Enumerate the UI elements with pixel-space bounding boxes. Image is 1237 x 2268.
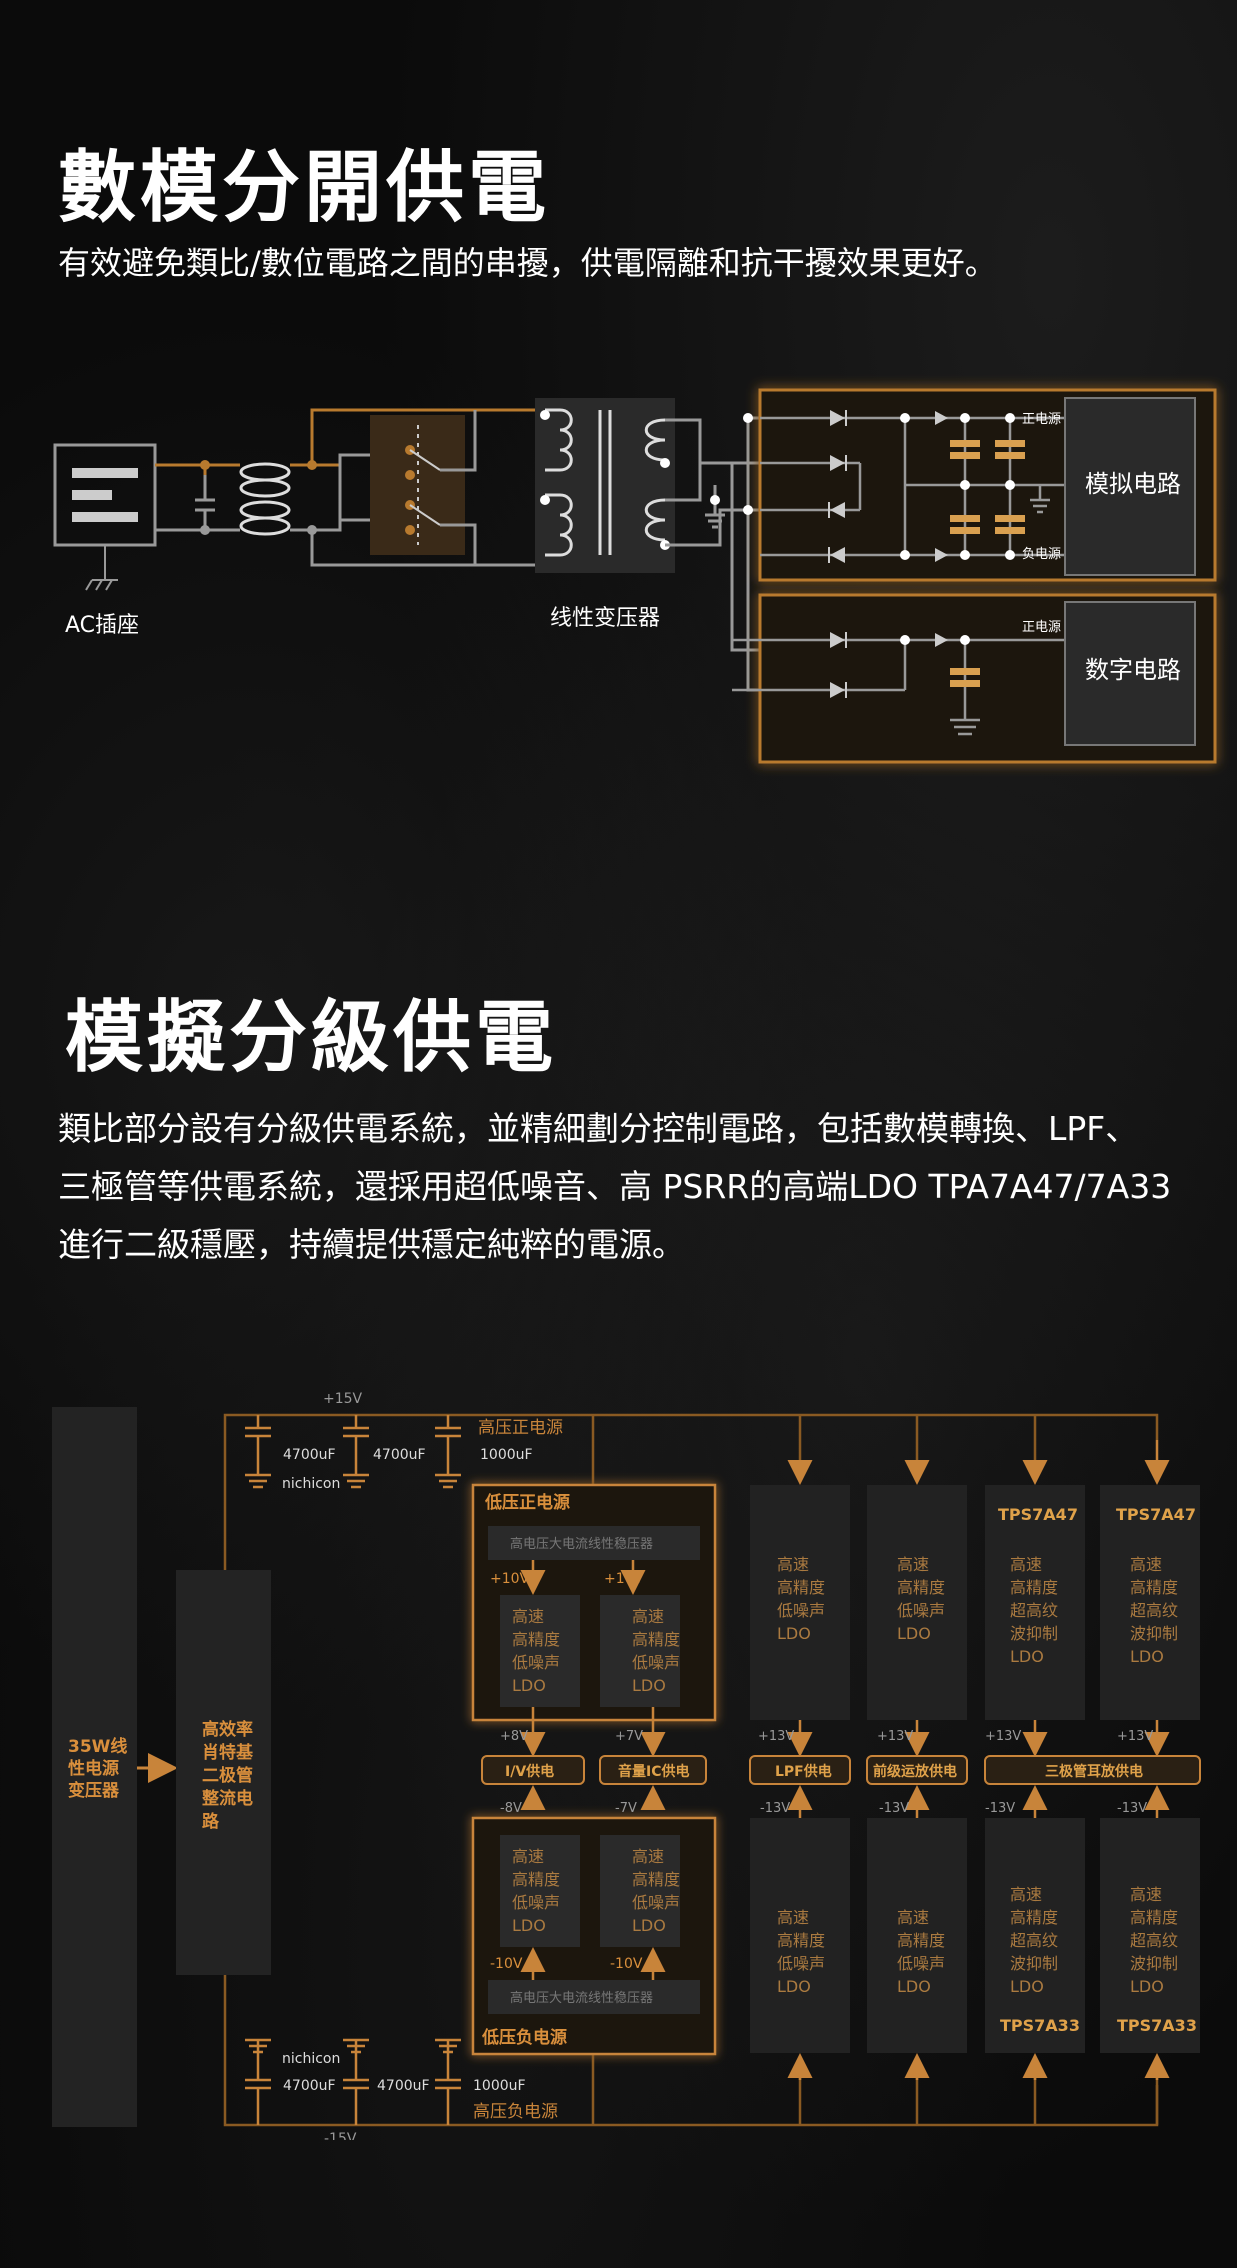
top-voltage: +15V	[323, 1391, 363, 1407]
bus-iv: I/V供电	[505, 1763, 554, 1780]
p13-4: +13V	[1117, 1729, 1153, 1744]
bottom-capacitor-bank	[245, 2038, 461, 2125]
tps-bottom-2: TPS7A33	[1117, 2016, 1197, 2035]
rectifier-block	[176, 1570, 271, 1975]
p13-1: +13V	[758, 1729, 794, 1744]
tps-top-1: TPS7A47	[998, 1505, 1078, 1524]
bus-preamp: 前级运放供电	[873, 1763, 957, 1780]
bottom-rail-label: 高压负电源	[473, 2102, 558, 2122]
ldo-columns-bottom: 高速 高精度 低噪声 LDO 高速 高精度 低噪声 LDO 高速 高精度 超高纹…	[750, 1818, 1200, 2053]
low-neg-regulator: 高电压大电流线性稳压器	[510, 1990, 653, 2006]
digital-circuit-label: 数字电路	[1085, 656, 1181, 684]
section2-desc-line-3: 進行二級穩壓，持續提供穩定純粹的電源。	[58, 1225, 685, 1264]
bus-transistor-amp: 三极管耳放供电	[1045, 1763, 1143, 1780]
n13-1: -13V	[760, 1801, 790, 1816]
n13-3: -13V	[985, 1801, 1015, 1816]
transformer-35w-block	[52, 1407, 137, 2127]
input-filter	[155, 408, 545, 567]
ldo-top-2: 高速 高精度 低噪声 LDO	[897, 1555, 950, 1643]
low-neg-title: 低压负电源	[481, 2027, 567, 2048]
top-cap-2: 4700uF	[373, 1447, 426, 1463]
ldo-bottom-2: 高速 高精度 低噪声 LDO	[897, 1908, 950, 1996]
low-pos-volt-a: +10V	[490, 1571, 530, 1587]
ldo-top-3: 高速 高精度 超高纹 波抑制 LDO	[1010, 1555, 1063, 1666]
analog-circuit-label: 模拟电路	[1085, 470, 1181, 498]
bus-volume-ic: 音量IC供电	[618, 1763, 689, 1780]
tps-bottom-1: TPS7A33	[1000, 2016, 1080, 2035]
ac-label: AC插座	[65, 613, 139, 638]
n13-2: -13V	[879, 1801, 909, 1816]
low-pos-ldo-b: 高速 高精度 低噪声 LDO	[632, 1607, 685, 1695]
section2-title: 模擬分級供電	[65, 993, 558, 1083]
low-pos-regulator: 高电压大电流线性稳压器	[510, 1536, 653, 1552]
top-cap-1: 4700uF	[283, 1447, 336, 1463]
top-capacitor-bank	[245, 1415, 461, 1489]
p13-2: +13V	[877, 1729, 913, 1744]
low-neg-volt-b: -10V	[610, 1956, 643, 1972]
secondary-wiring	[665, 416, 772, 692]
section1-description: 有效避免類比/數位電路之間的串擾，供電隔離和抗干擾效果更好。	[58, 244, 997, 282]
top-rail-label: 高压正电源	[478, 1418, 563, 1438]
low-pos-title: 低压正电源	[484, 1492, 570, 1513]
ldo-top-4: 高速 高精度 超高纹 波抑制 LDO	[1130, 1555, 1183, 1666]
ac-socket-icon	[53, 443, 157, 591]
ldo-bottom-3: 高速 高精度 超高纹 波抑制 LDO	[1010, 1885, 1063, 1996]
section1-title: 數模分開供電	[58, 143, 551, 233]
linear-transformer-block	[535, 398, 675, 573]
ldo-top-1: 高速 高精度 低噪声 LDO	[777, 1555, 830, 1643]
transformer-label: 线性变压器	[550, 606, 660, 631]
top-cap-3: 1000uF	[480, 1447, 533, 1463]
low-pos-out-a: +8V	[500, 1729, 528, 1744]
rectifier-label: 高效率 肖特基 二极管 整流电 路	[202, 1719, 259, 1832]
transformer-coil-icon	[540, 408, 670, 557]
top-cap-brand: nichicon	[282, 1476, 340, 1492]
power-separation-diagram: AC插座	[53, 388, 1217, 764]
switch-icon	[405, 410, 477, 565]
analog-supply-box: 正电源 负电源 模拟电路	[743, 388, 1217, 582]
transformer-35w-label: 35W线 性电源 变压器	[68, 1736, 133, 1801]
low-pos-box: 低压正电源 高电压大电流线性稳压器 +10V +10V 高速 高精度 低噪声 L…	[471, 1483, 717, 1722]
section2-desc-line-2: 三極管等供電系統，還採用超低噪音、高 PSRR的高端LDO TPA7A47/7A…	[58, 1167, 1172, 1206]
low-neg-out-b: -7V	[615, 1801, 637, 1816]
low-neg-out-a: -8V	[500, 1801, 522, 1816]
bus-lpf: LPF供电	[775, 1763, 832, 1780]
low-neg-ldo-a: 高速 高精度 低噪声 LDO	[512, 1847, 565, 1935]
section2-desc-line-1: 類比部分設有分級供電系統，並精細劃分控制電路，包括數模轉換、LPF、	[58, 1109, 1139, 1148]
bottom-cap-brand: nichicon	[282, 2051, 340, 2067]
low-neg-box: 高速 高精度 低噪声 LDO 高速 高精度 低噪声 LDO -10V -10V …	[471, 1816, 717, 2056]
digital-pos-rail-label: 正电源	[1022, 620, 1061, 635]
low-neg-ldo-b: 高速 高精度 低噪声 LDO	[632, 1847, 685, 1935]
tiered-power-diagram: 35W线 性电源 变压器 高效率 肖特基 二极管 整流电 路 +15V 4700…	[52, 1391, 1201, 2140]
low-neg-volt-a: -10V	[490, 1956, 523, 1972]
p13-3: +13V	[985, 1729, 1021, 1744]
n13-4: -13V	[1117, 1801, 1147, 1816]
ldo-columns-top: 高速 高精度 低噪声 LDO 高速 高精度 低噪声 LDO TPS7A47 TP…	[750, 1485, 1200, 1720]
section2-description: 類比部分設有分級供電系統，並精細劃分控制電路，包括數模轉換、LPF、 三極管等供…	[58, 1100, 1171, 1274]
ldo-bottom-4: 高速 高精度 超高纹 波抑制 LDO	[1130, 1885, 1183, 1996]
switch-block	[370, 415, 465, 555]
low-pos-volt-b: +10V	[604, 1571, 644, 1587]
ldo-bottom-1: 高速 高精度 低噪声 LDO	[777, 1908, 830, 1996]
supply-bus-pills: I/V供电 音量IC供电 LPF供电 前级运放供电 三极管耳放供电	[481, 1755, 1201, 1785]
bottom-cap-3: 1000uF	[473, 2078, 526, 2094]
bottom-cap-1: 4700uF	[283, 2078, 336, 2094]
digital-supply-box: 正电源 数字电路	[732, 593, 1217, 764]
bottom-voltage: -15V	[324, 2131, 357, 2140]
low-pos-out-b: +7V	[615, 1729, 643, 1744]
rail-voltage-labels: +13V +13V +13V +13V -13V -13V -13V -13V	[758, 1729, 1153, 1816]
low-pos-ldo-a: 高速 高精度 低噪声 LDO	[512, 1607, 565, 1695]
tps-top-2: TPS7A47	[1116, 1505, 1196, 1524]
analog-neg-rail-label: 负电源	[1022, 547, 1061, 562]
bottom-cap-2: 4700uF	[377, 2078, 430, 2094]
analog-pos-rail-label: 正电源	[1022, 412, 1061, 427]
